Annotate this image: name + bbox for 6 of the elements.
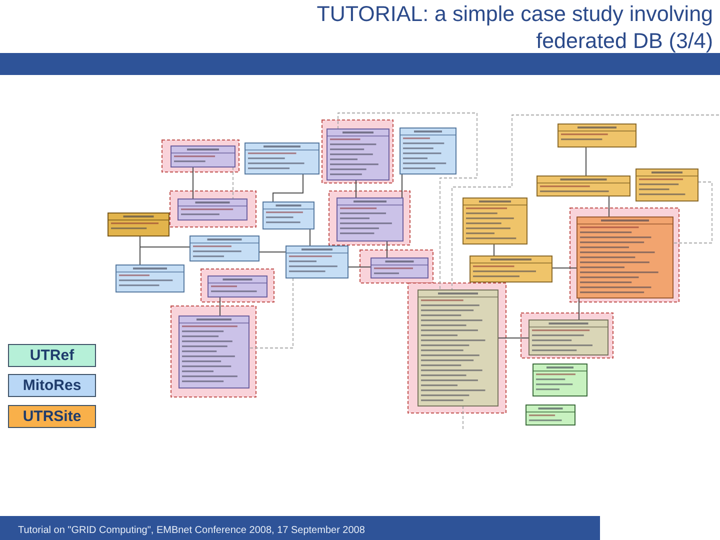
title: TUTORIAL: a simple case study involving federated DB (3/4) [316,1,713,55]
database-schema-drawing [107,111,720,431]
legend-key: UTRef [8,344,96,367]
legend-key: MitoRes [8,374,96,397]
caption: Tutorial on "GRID Computing", EMBnet Conference 2008, 17 September 2008 [18,525,365,537]
legend-key: UTRSite [8,405,96,428]
